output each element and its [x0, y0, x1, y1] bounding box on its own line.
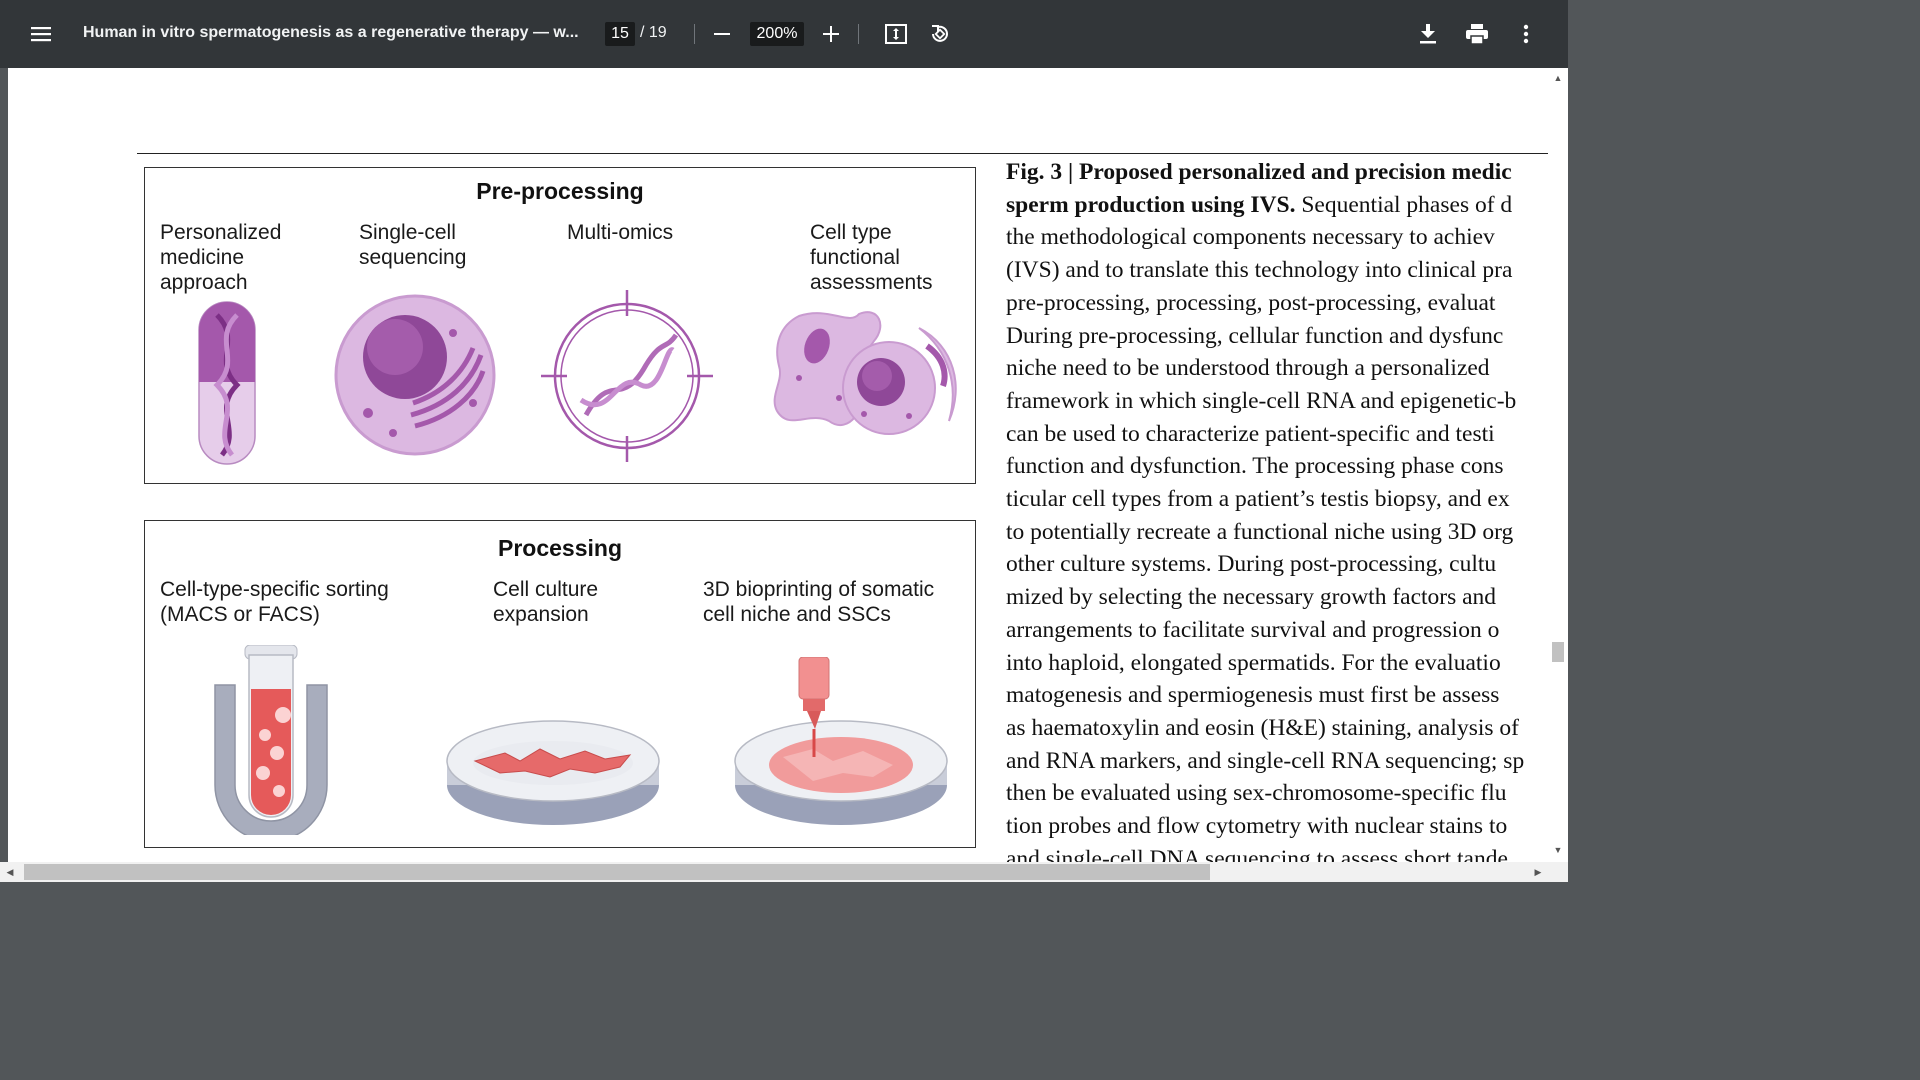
bioprinting-illustration — [734, 657, 948, 825]
caption-line: matogenesis and spermiogenesis must firs… — [1006, 682, 1500, 709]
label-3d-bioprinting: 3D bioprinting of somatic cell niche and… — [703, 578, 935, 626]
caption-line: the methodological components necessary … — [1006, 224, 1495, 251]
caption-line: During pre-processing, cellular function… — [1006, 322, 1504, 349]
scroll-down-arrow-icon[interactable]: ▼ — [1553, 845, 1563, 855]
caption-line: tion probes and flow cytometry with nucl… — [1006, 813, 1508, 840]
caption-text: Sequential phases of d — [1295, 191, 1513, 218]
caption-line: arrangements to facilitate survival and … — [1006, 616, 1500, 643]
multi-omics-illustration — [541, 290, 713, 462]
zoom-out-button[interactable] — [702, 14, 742, 54]
caption-bold-tail: sperm production using IVS. — [1006, 191, 1296, 218]
download-button[interactable] — [1408, 14, 1448, 54]
print-button[interactable] — [1457, 14, 1497, 54]
processing-panel: Processing Cell-type-specific sorting (M… — [144, 520, 976, 848]
caption-bold-lead: Fig. 3 | Proposed personalized and preci… — [1006, 159, 1512, 185]
processing-title: Processing — [498, 535, 622, 561]
vertical-scrollbar[interactable]: ▲ ▼ — [1548, 68, 1568, 862]
vertical-scroll-thumb[interactable] — [1552, 642, 1564, 662]
more-options-button[interactable] — [1506, 14, 1546, 54]
zoom-in-button[interactable] — [811, 14, 851, 54]
minus-icon — [714, 33, 730, 35]
single-cell-illustration — [334, 294, 496, 456]
figure-top-rule — [137, 153, 1548, 154]
caption-line: and RNA markers, and single-cell RNA seq… — [1006, 747, 1525, 774]
caption-line: as haematoxylin and eosin (H&E) staining… — [1006, 714, 1519, 741]
rotate-icon — [932, 25, 948, 42]
label-multi-omics: Multi-omics — [567, 221, 674, 244]
preprocessing-title: Pre-processing — [476, 178, 644, 204]
hamburger-menu-icon[interactable] — [21, 14, 61, 54]
caption-line: to potentially recreate a functional nic… — [1006, 518, 1514, 545]
caption-line: Fig. 3 | Proposed personalized and preci… — [1006, 156, 1548, 189]
figure-caption: Fig. 3 | Proposed personalized and preci… — [1006, 156, 1548, 862]
horizontal-scroll-thumb[interactable] — [24, 864, 1210, 880]
toolbar-divider — [694, 24, 695, 44]
label-cell-sorting: Cell-type-specific sorting (MACS or FACS… — [160, 578, 389, 626]
scroll-right-arrow-icon[interactable]: ▶ — [1534, 867, 1542, 877]
print-icon — [1466, 24, 1488, 44]
pdf-page: Pre-processing Personalized medicine app… — [8, 68, 1548, 862]
caption-line: pre-processing, processing, post-process… — [1006, 289, 1496, 316]
pdf-toolbar: Human in vitro spermatogenesis as a rege… — [0, 0, 1568, 68]
caption-line: framework in which single-cell RNA and e… — [1006, 387, 1517, 414]
label-personalized-medicine: Personalized medicine approach — [160, 221, 282, 294]
caption-line: into haploid, elongated spermatids. For … — [1006, 649, 1501, 676]
caption-line: mized by selecting the necessary growth … — [1006, 584, 1497, 611]
label-cell-type-assessments: Cell type functional assessments — [810, 221, 933, 294]
caption-line: can be used to characterize patient-spec… — [1006, 420, 1495, 447]
download-icon — [1420, 24, 1436, 44]
rotate-button[interactable] — [920, 14, 960, 54]
document-title: Human in vitro spermatogenesis as a rege… — [83, 24, 579, 41]
caption-line: (IVS) and to translate this technology i… — [1006, 257, 1513, 284]
fit-page-icon — [885, 24, 907, 44]
sorting-tube-illustration — [214, 645, 328, 835]
capsule-illustration — [198, 301, 256, 465]
culture-dish-illustration — [446, 720, 660, 825]
fit-page-button[interactable] — [876, 14, 916, 54]
page-total: / 19 — [640, 24, 667, 41]
preprocessing-panel: Pre-processing Personalized medicine app… — [144, 167, 976, 484]
caption-line: then be evaluated using sex-chromosome-s… — [1006, 780, 1507, 807]
toolbar-divider — [858, 24, 859, 44]
scroll-up-arrow-icon[interactable]: ▲ — [1553, 73, 1563, 83]
label-cell-culture: Cell culture expansion — [493, 578, 599, 626]
page-number-input[interactable]: 15 — [605, 22, 635, 46]
caption-line: function and dysfunction. The processing… — [1006, 453, 1504, 480]
caption-line: sperm production using IVS. Sequential p… — [1006, 189, 1548, 222]
scroll-left-arrow-icon[interactable]: ◀ — [6, 867, 14, 877]
caption-line: other culture systems. During post-proce… — [1006, 551, 1497, 578]
zoom-input[interactable]: 200% — [750, 22, 804, 46]
horizontal-scrollbar[interactable]: ◀ ▶ — [0, 862, 1568, 882]
caption-line: and single-cell DNA sequencing to assess… — [1006, 845, 1508, 862]
label-single-cell-sequencing: Single-cell sequencing — [359, 221, 467, 269]
cell-types-illustration — [773, 311, 957, 435]
plus-icon — [823, 26, 839, 42]
document-viewport[interactable]: Pre-processing Personalized medicine app… — [0, 68, 1568, 862]
caption-line: ticular cell types from a patient’s test… — [1006, 486, 1510, 513]
caption-line: niche need to be understood through a pe… — [1006, 355, 1490, 382]
more-vert-icon — [1523, 24, 1529, 44]
